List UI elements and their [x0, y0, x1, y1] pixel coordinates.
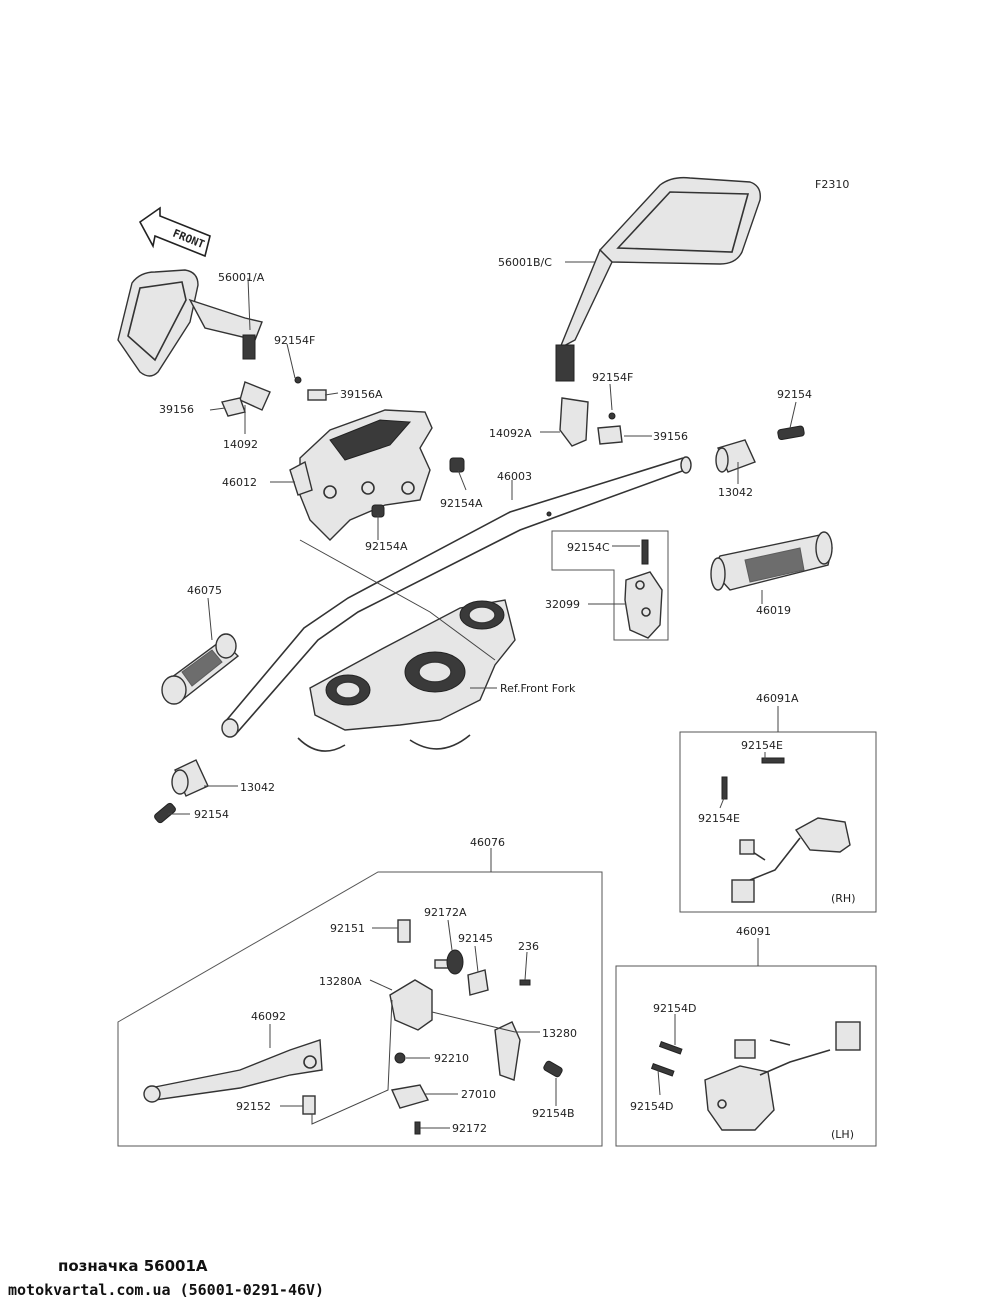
- mirror-adapter-left: [239, 381, 271, 411]
- nut-92154F-right: [608, 412, 616, 420]
- label-92145: 92145: [458, 932, 493, 945]
- cover-39156-right: [597, 425, 623, 445]
- screw-92154E-2: [761, 757, 785, 764]
- label-92154E-2: 92154E: [698, 812, 740, 825]
- adjuster-92172A: [434, 949, 464, 975]
- label-92152: 92152: [236, 1100, 271, 1113]
- label-46091A: 46091A: [756, 692, 799, 705]
- label-56001A: 56001/A: [218, 271, 265, 284]
- label-32099: 32099: [545, 598, 580, 611]
- label-92154F-left: 92154F: [274, 334, 315, 347]
- label-236: 236: [518, 940, 539, 953]
- label-46076: 46076: [470, 836, 505, 849]
- cap-39156A: [307, 389, 327, 401]
- clip-92145: [467, 969, 489, 996]
- bolt-92154B: [543, 1060, 563, 1078]
- label-39156-left: 39156: [159, 403, 194, 416]
- label-14092A: 14092A: [489, 427, 532, 440]
- figure-code: F2310: [815, 178, 849, 191]
- brake-master-cylinder: [289, 409, 433, 541]
- collar-92152: [302, 1095, 316, 1115]
- screw-92154E-1: [721, 776, 728, 800]
- part-caption: позначка 56001A: [58, 1257, 208, 1275]
- left-grip: [161, 633, 240, 705]
- label-46091: 46091: [736, 925, 771, 938]
- label-39156A: 39156A: [340, 388, 383, 401]
- screw-236: [519, 979, 531, 986]
- label-92154D-1: 92154D: [653, 1002, 696, 1015]
- cover-39156-left: [221, 397, 246, 417]
- label-92154A-2: 92154A: [365, 540, 408, 553]
- label-56001BC: 56001B/C: [498, 256, 552, 269]
- bar-end-weight-right: [715, 439, 756, 473]
- screw-92172: [414, 1121, 421, 1135]
- label-13280A: 13280A: [319, 975, 362, 988]
- lever-holder-13280A: [389, 979, 433, 1031]
- label-92172: 92172: [452, 1122, 487, 1135]
- site-watermark: motokvartal.com.ua (56001-0291-46V): [8, 1281, 325, 1299]
- lever-assembly-box: [117, 871, 603, 1147]
- label-13280: 13280: [542, 1027, 577, 1040]
- nut-92154F-left: [294, 376, 302, 384]
- throttle-holder: [624, 571, 663, 639]
- bolt-92154A-1: [449, 457, 465, 473]
- front-arrow-icon: FRONT: [138, 206, 211, 258]
- upper-triple-clamp: [297, 599, 516, 752]
- label-27010: 27010: [461, 1088, 496, 1101]
- mirror-adapter-right: [559, 397, 589, 447]
- label-92154A-1: 92154A: [440, 497, 483, 510]
- label-92154C: 92154C: [567, 541, 610, 554]
- handlebar: [221, 456, 692, 738]
- pin-92151: [397, 919, 411, 943]
- label-92172A: 92172A: [424, 906, 467, 919]
- label-92154-left: 92154: [194, 808, 229, 821]
- holder-box: [551, 530, 669, 641]
- label-92154-right: 92154: [777, 388, 812, 401]
- left-mirror: [117, 269, 263, 377]
- lh-handlebar-switch: [704, 1021, 861, 1131]
- rh-handlebar-switch: [731, 817, 851, 903]
- label-92154B: 92154B: [532, 1107, 575, 1120]
- label-46012: 46012: [222, 476, 257, 489]
- screw-92154D-1: [658, 1041, 683, 1055]
- bolt-92154-right: [777, 425, 805, 441]
- label-92151: 92151: [330, 922, 365, 935]
- label-92210: 92210: [434, 1052, 469, 1065]
- throttle-grip-right: [710, 531, 833, 591]
- lh-switch-box: [615, 965, 877, 1147]
- leader-lines: [168, 261, 797, 1129]
- front-brake-lever: [143, 1039, 323, 1103]
- label-lh: (LH): [831, 1128, 854, 1141]
- switch-27010: [390, 1084, 430, 1109]
- label-14092: 14092: [223, 438, 258, 451]
- label-13042-left: 13042: [240, 781, 275, 794]
- label-92154D-2: 92154D: [630, 1100, 673, 1113]
- part-labels: 56001/A 92154F 39156A 39156 14092 46012 …: [159, 256, 856, 1141]
- label-ref-front-fork: Ref.Front Fork: [500, 682, 576, 695]
- label-13042-right: 13042: [718, 486, 753, 499]
- bolt-92154-left: [154, 802, 176, 824]
- label-92154F-right: 92154F: [592, 371, 633, 384]
- nut-92210: [394, 1052, 406, 1064]
- screw-92154C: [641, 539, 649, 565]
- label-46075: 46075: [187, 584, 222, 597]
- label-46003: 46003: [497, 470, 532, 483]
- screw-92154D-2: [650, 1063, 675, 1077]
- label-46092: 46092: [251, 1010, 286, 1023]
- label-92154E-1: 92154E: [741, 739, 783, 752]
- bar-end-weight-left: [171, 759, 209, 797]
- label-rh: (RH): [831, 892, 856, 905]
- label-46019: 46019: [756, 604, 791, 617]
- right-mirror: [555, 176, 761, 382]
- label-39156-right: 39156: [653, 430, 688, 443]
- clamp-13280: [494, 1021, 521, 1081]
